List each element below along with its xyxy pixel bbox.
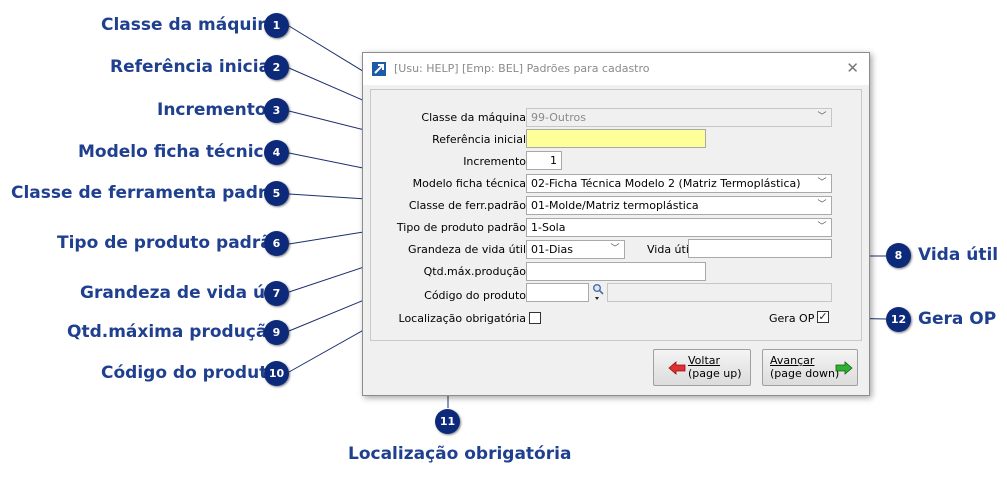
chevron-down-icon: ﹀ xyxy=(610,244,620,254)
codigo-produto-input[interactable] xyxy=(526,283,589,302)
arrow-left-icon xyxy=(668,361,686,375)
callout-badge-3: 3 xyxy=(264,98,289,123)
gera-op-label: Gera OP xyxy=(769,312,815,325)
close-icon[interactable]: ✕ xyxy=(846,59,859,77)
referencia-inicial-input[interactable] xyxy=(526,129,706,148)
vida-util-label: Vida útil xyxy=(647,243,692,256)
callout-badge-8: 8 xyxy=(886,243,911,268)
callout-badge-5: 5 xyxy=(264,181,289,206)
vida-util-input[interactable] xyxy=(688,239,832,258)
callout-label-6: Tipo de produto padrão xyxy=(57,233,284,253)
avancar-label: Avançar xyxy=(770,354,815,367)
callout-label-11: Localização obrigatória xyxy=(348,444,572,464)
callout-badge-2: 2 xyxy=(264,55,289,80)
title-bar: [Usu: HELP] [Emp: BEL] Padrões para cada… xyxy=(363,53,869,85)
classe-maquina-value: 99-Outros xyxy=(531,111,586,124)
voltar-shortcut: (page up) xyxy=(688,367,742,380)
chevron-down-icon: ﹀ xyxy=(817,222,827,232)
localizacao-checkbox[interactable] xyxy=(529,312,541,324)
classe-maquina-label: Classe da máquina xyxy=(421,111,526,124)
arrow-right-icon xyxy=(835,361,853,375)
modelo-ficha-select[interactable]: 02-Ficha Técnica Modelo 2 (Matriz Termop… xyxy=(526,174,832,193)
callout-badge-9: 9 xyxy=(264,320,289,345)
callout-label-7: Grandeza de vida útil xyxy=(80,283,285,303)
callout-label-5: Classe de ferramenta padrão xyxy=(11,183,290,203)
voltar-button[interactable]: Voltar (page up) xyxy=(653,349,751,386)
callout-label-12: Gera OP xyxy=(918,309,997,329)
callout-badge-10: 10 xyxy=(264,361,289,386)
dialog-window: [Usu: HELP] [Emp: BEL] Padrões para cada… xyxy=(362,52,870,396)
avancar-shortcut: (page down) xyxy=(770,367,840,380)
classe-ferr-label: Classe de ferr.padrão xyxy=(408,199,526,212)
grandeza-vida-label: Grandeza de vida útil xyxy=(408,243,526,256)
avancar-button[interactable]: Avançar (page down) xyxy=(762,349,858,386)
callout-badge-4: 4 xyxy=(264,140,289,165)
qtd-max-label: Qtd.máx.produção xyxy=(423,265,526,278)
callout-label-8: Vida útil xyxy=(918,245,999,265)
callout-badge-11: 11 xyxy=(435,409,460,434)
callout-label-4: Modelo ficha técnica xyxy=(78,142,276,162)
app-icon xyxy=(372,62,386,76)
classe-ferr-value: 01-Molde/Matriz termoplástica xyxy=(531,199,699,212)
classe-ferr-select[interactable]: 01-Molde/Matriz termoplástica ﹀ xyxy=(526,196,832,215)
tipo-produto-select[interactable]: 1-Sola ﹀ xyxy=(526,218,832,237)
chevron-down-icon: ﹀ xyxy=(817,112,827,122)
window-title: [Usu: HELP] [Emp: BEL] Padrões para cada… xyxy=(394,62,650,75)
callout-label-1: Classe da máquina xyxy=(101,15,281,35)
callout-label-9: Qtd.máxima produção xyxy=(67,322,280,342)
incremento-input[interactable]: 1 xyxy=(526,151,562,170)
callout-badge-1: 1 xyxy=(264,13,289,38)
codigo-produto-description xyxy=(607,283,832,302)
form-panel xyxy=(370,89,862,341)
voltar-label: Voltar xyxy=(688,354,721,367)
callout-badge-12: 12 xyxy=(886,307,911,332)
localizacao-label: Localização obrigatória xyxy=(398,312,526,325)
tipo-produto-label: Tipo de produto padrão xyxy=(396,221,526,234)
chevron-down-icon: ﹀ xyxy=(817,178,827,188)
tipo-produto-value: 1-Sola xyxy=(531,221,566,234)
grandeza-vida-value: 01-Dias xyxy=(531,243,573,256)
incremento-label: Incremento xyxy=(463,155,526,168)
referencia-inicial-label: Referência inicial xyxy=(432,133,526,146)
qtd-max-input[interactable] xyxy=(526,262,706,281)
callout-badge-6: 6 xyxy=(264,231,289,256)
codigo-produto-label: Código do produto xyxy=(424,289,526,302)
search-icon[interactable] xyxy=(592,283,605,301)
modelo-ficha-value: 02-Ficha Técnica Modelo 2 (Matriz Termop… xyxy=(531,177,801,190)
modelo-ficha-label: Modelo ficha técnica xyxy=(412,177,526,190)
callout-label-2: Referência inicial xyxy=(110,57,276,77)
grandeza-vida-select[interactable]: 01-Dias ﹀ xyxy=(526,240,625,259)
callout-label-10: Código do produto xyxy=(101,363,279,383)
classe-maquina-select[interactable]: 99-Outros ﹀ xyxy=(526,108,832,127)
chevron-down-icon: ﹀ xyxy=(817,200,827,210)
callout-badge-7: 7 xyxy=(264,281,289,306)
gera-op-checkbox[interactable]: ✓ xyxy=(817,310,829,323)
callout-label-3: Incremento xyxy=(157,100,267,120)
